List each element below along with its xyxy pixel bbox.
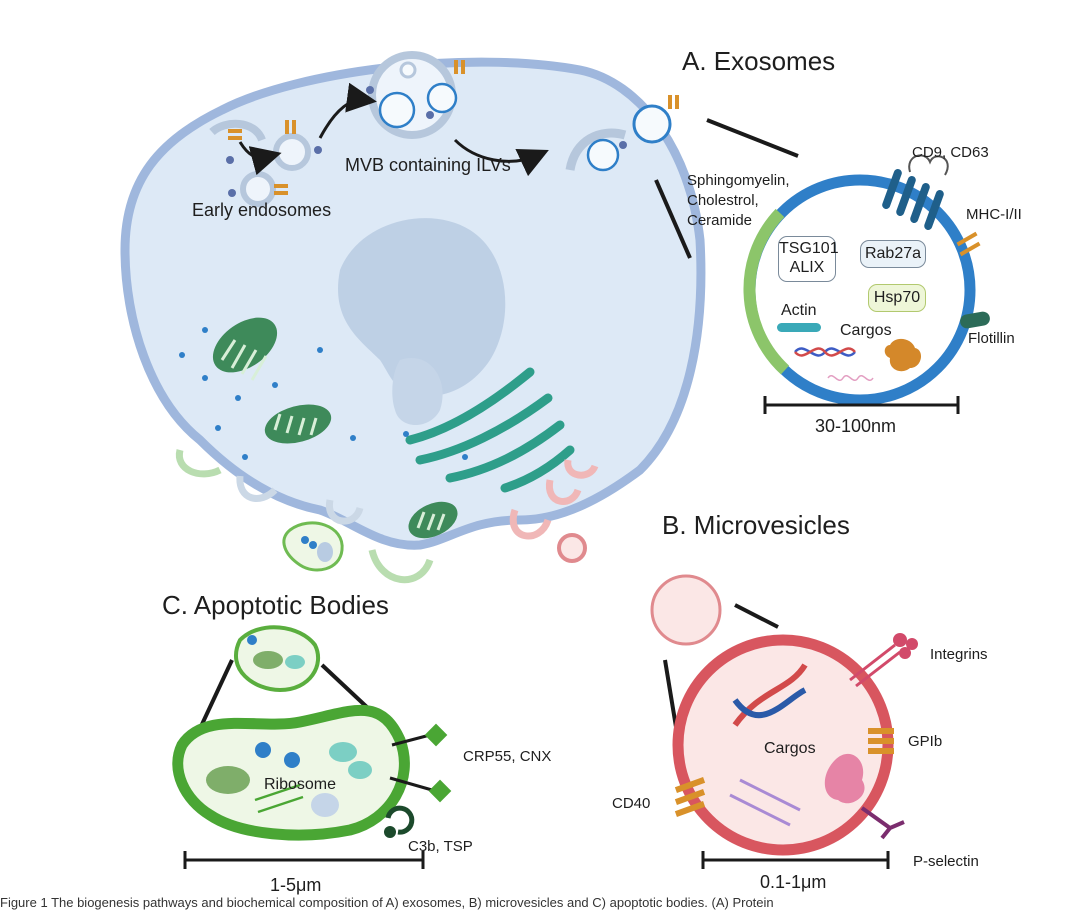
- integrins-label: Integrins: [930, 646, 988, 663]
- released-microvesicle: [557, 533, 587, 563]
- mvb: [318, 51, 549, 177]
- gpib-label: GPIb: [908, 733, 943, 750]
- mvb-label: MVB containing ILVs: [345, 155, 511, 175]
- cargos-exo-label: Cargos: [840, 322, 892, 339]
- released-apoptotic-body: [282, 521, 344, 572]
- crp55-cnx-label: CRP55, CNX: [463, 748, 552, 765]
- mitochondrion-3: [408, 501, 458, 539]
- hsp70-box: Hsp70: [868, 284, 926, 312]
- figure-caption: Figure 1 The biogenesis pathways and bio…: [0, 895, 774, 910]
- apoptotic-body-small: [234, 625, 321, 693]
- apoptotic-body-detail: [172, 704, 452, 841]
- tsg101-alix-box: TSG101 ALIX: [778, 236, 839, 282]
- exosome-detail: [743, 154, 990, 406]
- zoom-line-mv-1: [734, 603, 779, 629]
- membrane-buds: [175, 449, 599, 584]
- tsg101-label: TSG101: [779, 240, 839, 257]
- zoom-line-ab-1: [195, 659, 234, 736]
- actin-label: Actin: [781, 302, 817, 319]
- ab-size-label: 1-5μm: [270, 875, 322, 895]
- lipids-label-1: Sphingomyelin,: [687, 172, 790, 189]
- microvesicles-title: B. Microvesicles: [662, 510, 850, 540]
- microvesicle-small: [650, 574, 722, 646]
- cd40-label: CD40: [612, 795, 651, 812]
- zoom-line-exo-1: [706, 118, 799, 158]
- exosome-release: [565, 95, 679, 172]
- scale-bar-ab: [183, 851, 425, 869]
- nucleus: [338, 218, 506, 425]
- lipids-label-2: Cholestrol,: [687, 192, 759, 209]
- ribosome-label: Ribosome: [264, 776, 337, 793]
- lipids-label-3: Ceramide: [687, 212, 753, 229]
- mitochondrion-2: [264, 404, 332, 444]
- microvesicle-detail: [672, 633, 918, 856]
- p-selectin-label: P-selectin: [913, 853, 979, 870]
- rab27a-box: Rab27a: [860, 240, 926, 268]
- c3b-tsp-label: C3b, TSP: [408, 838, 473, 855]
- zoom-line-mv-2: [663, 659, 679, 734]
- apoptotic-bodies-title: C. Apoptotic Bodies: [162, 590, 389, 620]
- mitochondrion-1: [212, 317, 278, 381]
- cd9-cd63-label: CD9, CD63: [912, 144, 989, 161]
- exosomes-title: A. Exosomes: [682, 46, 836, 76]
- early-endosomes: [209, 119, 322, 207]
- scale-bar-exo: [763, 396, 960, 414]
- mv-size-label: 0.1-1μm: [760, 872, 827, 892]
- mhc-label: MHC-I/II: [966, 206, 1022, 223]
- exo-size-label: 30-100nm: [815, 416, 897, 436]
- golgi-er: [405, 367, 575, 493]
- zoom-line-exo-2: [654, 179, 692, 259]
- zoom-line-ab-2: [320, 663, 372, 712]
- scale-bar-mv: [701, 851, 890, 869]
- early-endosomes-label: Early endosomes: [192, 200, 332, 220]
- alix-label: ALIX: [789, 259, 825, 276]
- cargos-mv-label: Cargos: [764, 740, 816, 757]
- flotillin-label: Flotillin: [968, 330, 1015, 347]
- cytoplasm-dots: [179, 327, 468, 460]
